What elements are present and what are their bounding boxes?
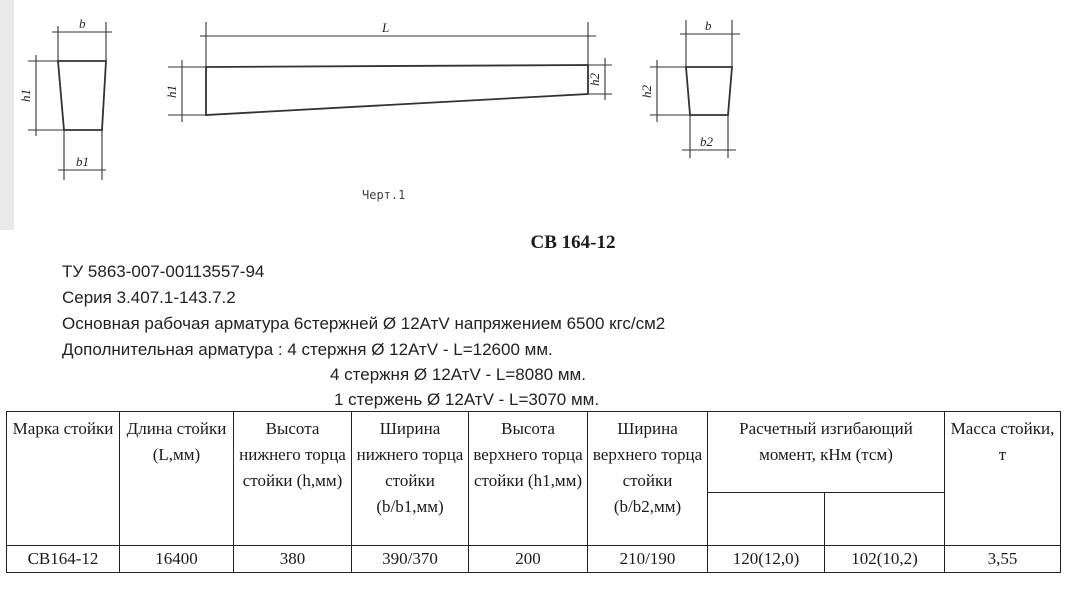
dim-b2-right: b2 — [700, 134, 714, 149]
cell-w-bottom: 390/370 — [351, 545, 469, 573]
drawing-caption: Черт.1 — [362, 188, 406, 202]
header-mark: Марка стойки — [6, 411, 120, 546]
cell-h-top: 200 — [468, 545, 588, 573]
header-w-bottom: Ширина нижнего торца стойки (b/b1,мм) — [351, 411, 469, 546]
dim-h2-right: h2 — [639, 85, 654, 99]
cell-moment-2: 102(10,2) — [823, 545, 946, 573]
spec-extra-rebar-3: 1 стержень Ø 12АтV - L=3070 мм. — [334, 390, 600, 409]
dim-b1-left: b1 — [76, 154, 89, 169]
table-row: СВ164-12 16400 380 390/370 200 210/190 1… — [6, 545, 1062, 573]
spec-main-rebar: Основная рабочая арматура 6стержней Ø 12… — [62, 314, 666, 333]
cell-mark: СВ164-12 — [6, 545, 120, 573]
dim-h2-elev: h2 — [587, 73, 602, 87]
spec-tu: ТУ 5863-007-00113557-94 — [62, 262, 265, 281]
bottom-section-outline — [57, 60, 107, 131]
spec-extra-rebar-2: 4 стержня Ø 12АтV - L=8080 мм. — [330, 365, 586, 384]
parameters-table: Марка стойки Длина стойки (L,мм) Высота … — [6, 411, 1062, 573]
header-h-top: Высота верхнего торца стойки (h1,мм) — [468, 411, 588, 546]
header-mass: Масса стойки, т — [944, 411, 1062, 546]
header-w-top: Ширина верхнего торца стойки (b/b2,мм) — [587, 411, 708, 546]
cell-length: 16400 — [119, 545, 234, 573]
dim-h1-left: h1 — [18, 89, 33, 102]
cell-mass: 3,55 — [944, 545, 1062, 573]
header-moment-sub-1 — [707, 492, 825, 546]
dim-b-left: b — [79, 16, 86, 31]
dim-b-right: b — [705, 18, 712, 33]
cell-moment-1: 120(12,0) — [707, 545, 825, 573]
header-moment-sub-2 — [823, 492, 946, 546]
technical-drawing: b b1 h1 L h1 h2 b h2 b2 — [18, 16, 740, 180]
dim-h1-elev: h1 — [164, 85, 179, 98]
dim-L: L — [381, 20, 389, 35]
top-section-outline — [685, 66, 733, 116]
header-h-bottom: Высота нижнего торца стойки (h,мм) — [233, 411, 352, 546]
elevation-outline — [205, 64, 589, 116]
document-title: СВ 164-12 — [530, 232, 616, 253]
header-length: Длина стойки (L,мм) — [119, 411, 234, 546]
cell-h-bottom: 380 — [233, 545, 352, 573]
scan-edge — [0, 0, 14, 230]
header-moment: Расчетный изгибающий момент, кНм (тсм) — [706, 411, 946, 493]
cell-w-top: 210/190 — [587, 545, 708, 573]
spec-extra-rebar: Дополнительная арматура : 4 стержня Ø 12… — [62, 340, 553, 359]
spec-series: Серия 3.407.1-143.7.2 — [62, 288, 236, 307]
